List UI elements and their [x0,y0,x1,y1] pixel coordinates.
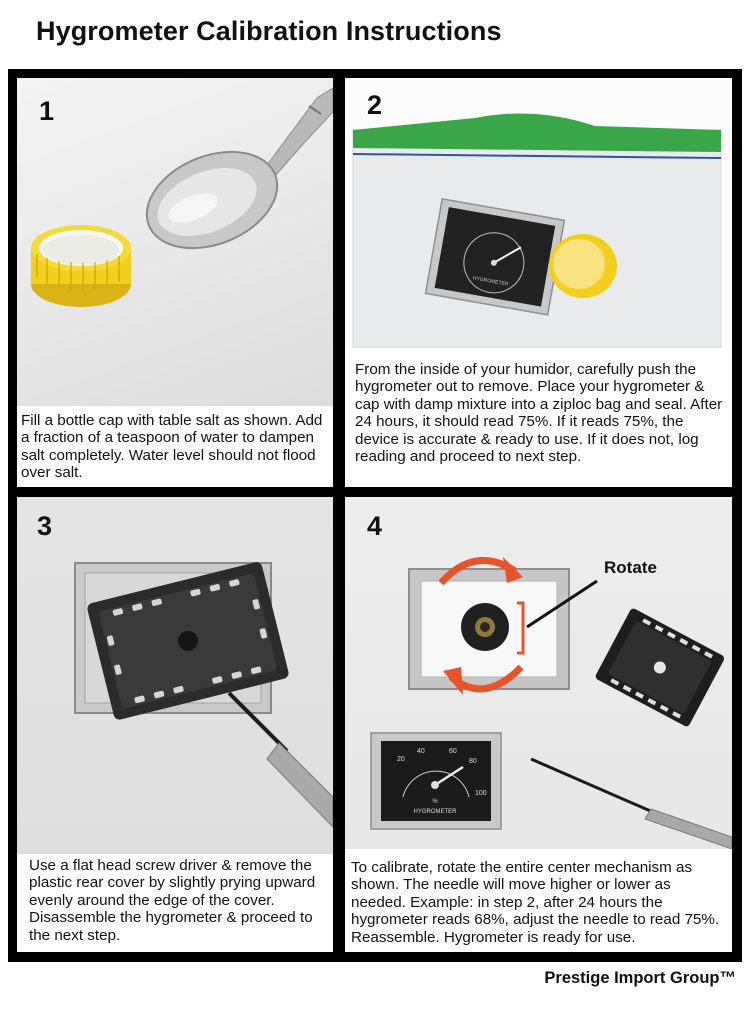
step-4-caption: To calibrate, rotate the entire center m… [351,859,720,946]
step-4-photo: 20 40 60 80 100 % HYGROMETER [345,497,732,849]
step-1-photo [17,78,333,406]
step-2-panel: HYGROMETER 2 From the inside of your hum… [345,78,732,487]
step-3-caption: Use a flat head screw driver & remove th… [29,857,316,944]
step-2-number: 2 [367,90,383,120]
gauge-tick-60: 60 [449,748,457,755]
rear-cover-removal-illustration [74,562,333,828]
step-3-panel: 3 Use a flat head screw driver & remove … [17,497,333,952]
step-4-panel: 20 40 60 80 100 % HYGROMETER 4 Rotate To… [345,497,732,952]
ziploc-bag-illustration: HYGROMETER [352,113,722,348]
page-title: Hygrometer Calibration Instructions [36,16,502,46]
brand-footer: Prestige Import Group™ [544,969,736,987]
gauge-tick-40: 40 [417,748,425,755]
step-2-photo: HYGROMETER [345,78,732,348]
step-4-number: 4 [367,511,383,541]
salt-cap-and-spoon-illustration [31,87,333,307]
gauge-tick-80: 80 [469,758,477,765]
step-1-panel: 1 Fill a bottle cap with table salt as s… [17,78,333,487]
gauge-tick-100: 100 [475,790,487,797]
step-1-caption: Fill a bottle cap with table salt as sho… [21,412,323,482]
rotate-annotation: Rotate [604,558,657,577]
step-1-number: 1 [39,96,55,126]
step-3-number: 3 [37,511,53,541]
step-3-photo [17,497,333,854]
gauge-tick-20: 20 [397,756,405,763]
gauge-label: HYGROMETER [413,809,457,815]
step-2-caption: From the inside of your humidor, careful… [355,361,723,466]
gauge-unit: % [432,799,438,805]
calibration-mechanism-illustration: 20 40 60 80 100 % HYGROMETER [370,556,732,849]
